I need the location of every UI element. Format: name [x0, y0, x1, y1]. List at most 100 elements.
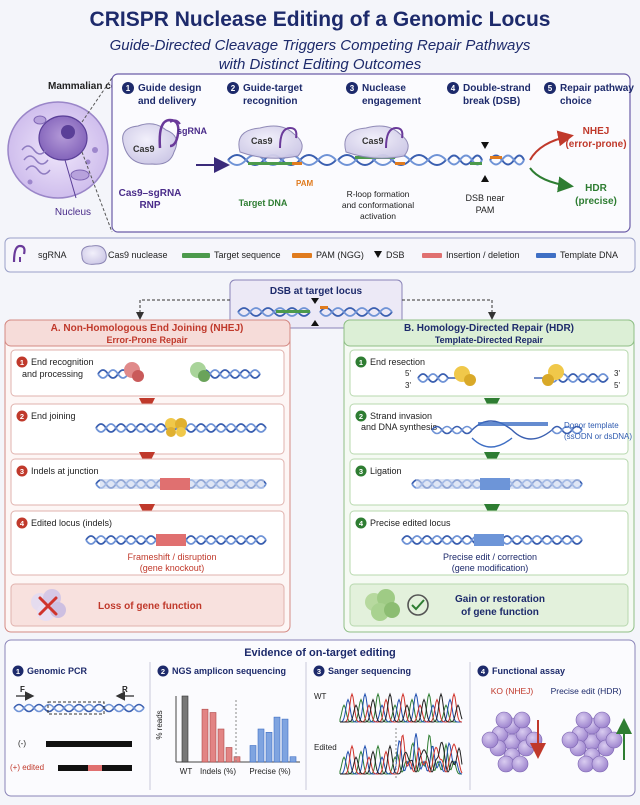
dashed-arrow-to-hdr [402, 299, 496, 320]
ngs-bar [225, 747, 233, 763]
cell-cluster-cell [605, 731, 623, 749]
evidence-1-number: 1 [16, 667, 20, 676]
hdr-step-2-label-l1: Strand invasion [370, 411, 432, 421]
disrupted-protein-icon [31, 589, 66, 621]
cas9-bound-step2-icon [238, 125, 303, 159]
step-2-number: 2 [231, 84, 236, 93]
hdr-cell-cluster-icon [561, 711, 623, 773]
step-4-caption-l2: PAM [476, 205, 495, 215]
step-2-title-l2: recognition [243, 96, 297, 107]
sanger-trace-line [340, 692, 463, 723]
ngs-bar [209, 712, 217, 763]
ku-protein-red-icon [124, 362, 144, 382]
step-5-title-l2: choice [560, 96, 592, 107]
step-3-title-l2: engagement [362, 96, 422, 107]
nhej-outcome-box [10, 583, 285, 627]
zoom-line-bottom [81, 151, 113, 233]
hdr-step-1-right-3prime: 3' [614, 369, 620, 378]
legend-dsb-icon [374, 251, 382, 258]
evidence-3-title: Sanger sequencing [328, 666, 411, 676]
legend-target-swatch [182, 253, 210, 258]
hdr-title-l1: B. Homology-Directed Repair (HDR) [404, 323, 574, 334]
ku-protein-green-icon [190, 362, 210, 382]
legend-pam-swatch [292, 253, 312, 258]
functional-protein-icon [365, 589, 400, 621]
step-2-cas9-label: Cas9 [251, 136, 273, 146]
ngs-bar [201, 708, 209, 763]
cas9-rnp-icon [122, 118, 181, 165]
cell-cluster-cell [481, 731, 499, 749]
step-4-number: 4 [451, 84, 456, 93]
cell-cluster-cell [577, 755, 595, 773]
sanger-trace-line [340, 734, 463, 775]
ngs-bar [181, 695, 189, 763]
evidence-3-number: 3 [317, 667, 321, 676]
hdr-step-2-number: 2 [359, 412, 363, 421]
hdr-step-2-label-l2: and DNA synthesis [361, 422, 438, 432]
workflow-step-1-header: 1 Guide design and delivery [122, 82, 201, 107]
hdr-strand-invasion-dna [431, 420, 583, 448]
nhej-step-4-label: Edited locus (indels) [31, 518, 112, 528]
step-1-caption-l2: RNP [139, 200, 160, 211]
pcr-band-negative [46, 741, 132, 747]
step-2-caption: Target DNA [239, 198, 288, 208]
step-4-title-l2: break (DSB) [463, 96, 520, 107]
nhej-step-3-label: Indels at junction [31, 466, 99, 476]
pcr-band-edited-indel [88, 765, 102, 771]
cell-cluster-cell [511, 755, 529, 773]
workflow-step-2-header: 2 Guide-target recognition [227, 82, 303, 107]
ngs-ylabel: % reads [155, 710, 164, 739]
nhej-outcome-label: Loss of gene function [98, 601, 202, 612]
step-3-number: 3 [350, 84, 355, 93]
evidence-1-title: Genomic PCR [27, 666, 88, 676]
legend-target-label: Target sequence [214, 250, 281, 260]
cell-cluster-cell [561, 731, 579, 749]
hdr-step-1-number: 1 [359, 358, 363, 367]
ko-cell-cluster-icon [481, 711, 543, 773]
hdr-edited-locus-dna [401, 534, 583, 546]
hdr-outcome-l2: of gene function [461, 607, 539, 618]
evidence-2-number: 2 [161, 667, 165, 676]
hdr-panel-header [343, 319, 635, 347]
arrow-to-nhej [529, 130, 574, 161]
nhej-step-1-label-l1: End recognition [31, 357, 94, 367]
ngs-bar [233, 756, 241, 763]
sanger-trace-line [340, 692, 463, 723]
nhej-step-4-caption-l1: Frameshift / disruption [127, 552, 216, 562]
evidence-title: Evidence of on-target editing [244, 647, 396, 659]
step-3-title-l1: Nuclease [362, 83, 406, 94]
dsb-locus-dna [237, 306, 393, 317]
nhej-step-1-box [10, 349, 285, 397]
dsb-marker-bottom-icon [481, 175, 489, 182]
workflow-step-5-header: 5 Repair pathway choice [544, 82, 634, 107]
evidence-2-title: NGS amplicon sequencing [172, 666, 286, 676]
step-1-number: 1 [126, 84, 131, 93]
step-1-title-l2: and delivery [138, 96, 197, 107]
dsb-box-marker-bottom-icon [311, 320, 319, 326]
cell-cluster-cell [495, 711, 513, 729]
legend-cas9-label: Cas9 nuclease [108, 250, 168, 260]
dashed-arrow-to-nhej [136, 299, 230, 320]
legend-sgrna-label: sgRNA [38, 250, 67, 260]
ngs-category-label: WT [180, 767, 193, 776]
pcr-amplicon-dna [13, 701, 145, 715]
ngs-bar [289, 756, 297, 763]
step-3-caption-l3: activation [360, 211, 396, 221]
nhej-step-1-number: 1 [20, 358, 24, 367]
check-circle-icon [407, 594, 429, 616]
functional-ko-label: KO (NHEJ) [491, 686, 534, 696]
zoom-line-top [81, 77, 113, 123]
cell-cluster-cell [591, 755, 609, 773]
dsb-marker-top-icon [481, 142, 489, 149]
nhej-step-1-label-l2: and processing [22, 369, 83, 379]
step-5-title-l1: Repair pathway [560, 83, 634, 94]
sanger-trace-line [339, 734, 462, 775]
nhej-end-processing-dna [97, 369, 261, 379]
resection-nuclease-left-icon [454, 366, 476, 386]
dsb-box-label: DSB at target locus [270, 286, 363, 297]
cell-cluster-cell [593, 711, 611, 729]
primer-f-label: F [20, 685, 25, 694]
cell-cluster-cell [497, 755, 515, 773]
